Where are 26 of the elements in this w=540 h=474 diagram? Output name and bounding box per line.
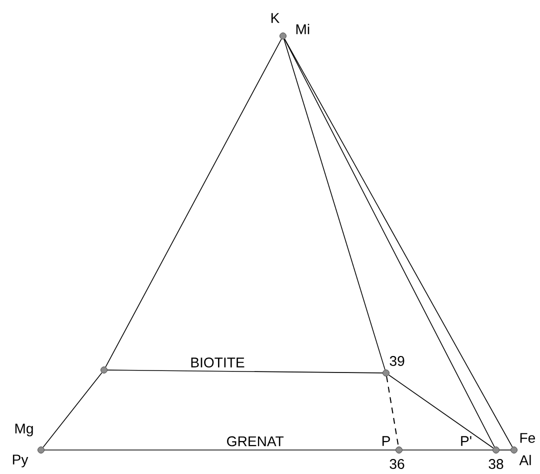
line — [107, 370, 383, 374]
line — [105, 38, 282, 368]
point-marker — [510, 446, 518, 454]
point-label: K — [271, 13, 280, 23]
point-marker — [38, 446, 44, 454]
point-label: Mi — [296, 24, 310, 34]
point-label: Py — [12, 454, 28, 468]
point-label: Mg — [15, 424, 33, 436]
point-label: Fe — [520, 433, 536, 443]
edge-label: GRENAT — [227, 436, 284, 446]
point-marker — [280, 32, 286, 40]
point-label: Al — [519, 454, 531, 466]
point-marker — [396, 446, 402, 454]
point-label: 38 — [488, 459, 504, 469]
point-label: 36 — [390, 459, 404, 469]
point-marker — [100, 366, 108, 374]
point-label: 39 — [390, 356, 404, 366]
line — [284, 38, 386, 370]
point-label: P — [382, 436, 390, 446]
line — [388, 374, 494, 448]
point-label: P' — [461, 436, 472, 446]
point-marker — [492, 446, 500, 454]
edge-label: BIOTITE — [191, 358, 244, 368]
point-marker — [382, 370, 390, 376]
line — [386, 376, 399, 447]
line — [42, 372, 102, 448]
